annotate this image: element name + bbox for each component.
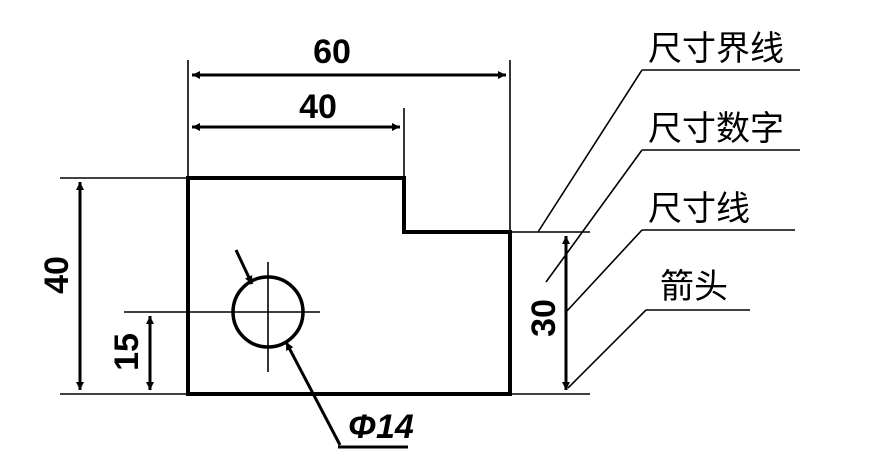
dim-text-15: 15	[108, 333, 146, 371]
diameter-leader-outer	[284, 341, 342, 446]
dim-text-30: 30	[525, 299, 563, 337]
callout-leader-dimension-number	[545, 149, 643, 283]
label-arrowhead: 箭头	[660, 267, 728, 307]
label-extension-line: 尺寸界线	[648, 29, 784, 69]
dim-text-diameter: Φ14	[348, 408, 414, 446]
label-dimension-line: 尺寸线	[648, 189, 750, 229]
dim-text-40-vertical: 40	[38, 256, 76, 294]
part-outline	[186, 176, 512, 396]
callout-leader-extension-line	[537, 69, 643, 233]
label-dimension-number: 尺寸数字	[648, 109, 784, 149]
hole-circle	[231, 275, 305, 349]
callout-leader-dimension-line	[565, 229, 643, 313]
dim-text-40-horizontal: 40	[299, 88, 337, 126]
callout-leader-arrowhead	[567, 309, 647, 389]
dim-text-60: 60	[313, 33, 351, 71]
diameter-leader-inner	[234, 249, 254, 285]
